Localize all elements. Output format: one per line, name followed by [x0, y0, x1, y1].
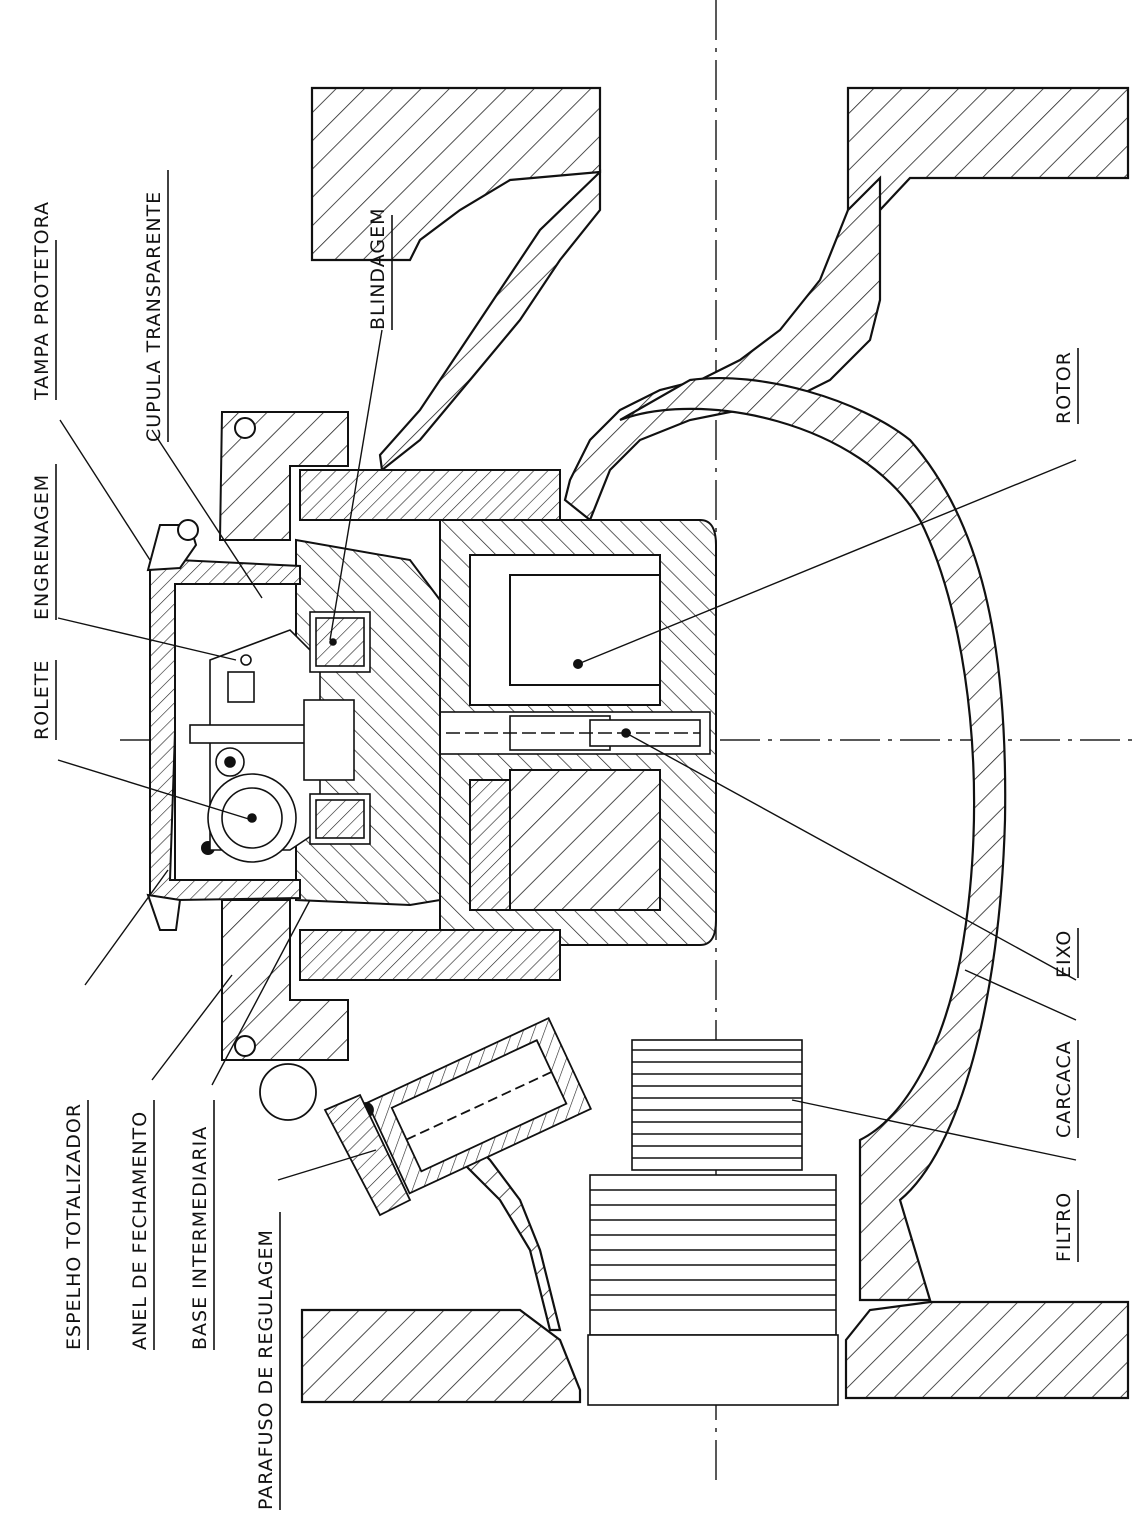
label-parafuso-de-regulagem: PARAFUSO DE REGULAGEM [255, 1229, 277, 1510]
label-cupula-transparente: CUPULA TRANSPARENTE [143, 191, 165, 442]
label-blindagem: BLINDAGEM [367, 207, 389, 330]
filter-ribs-upper [632, 1049, 802, 1159]
leader-lines [57, 329, 1077, 1181]
filter [587, 1039, 839, 1406]
label-espelho-totalizador: ESPELHO TOTALIZADOR [63, 1103, 85, 1350]
label-eixo: EIXO [1053, 930, 1075, 978]
regulating-screw [259, 1017, 593, 1217]
gear-train [189, 611, 371, 863]
label-rotor: ROTOR [1053, 351, 1075, 424]
label-tampa-protetora: TAMPA PROTETORA [31, 201, 53, 401]
label-anel-de-fechamento: ANEL DE FECHAMENTO [129, 1111, 151, 1350]
filter-ribs-lower [590, 1189, 836, 1311]
label-base-intermediaria: BASE INTERMEDIARIA [189, 1126, 211, 1350]
label-carcaca: CARCACA [1053, 1040, 1075, 1138]
labels: TAMPA PROTETORA CUPULA TRANSPARENTE BLIN… [31, 191, 1075, 1510]
label-underlines [55, 170, 1079, 1510]
label-rolete: ROLETE [31, 660, 53, 740]
label-engrenagem: ENGRENAGEM [31, 474, 53, 620]
flange-bottom [300, 1300, 1130, 1404]
flange-top [310, 86, 1130, 262]
label-filtro: FILTRO [1053, 1192, 1075, 1262]
